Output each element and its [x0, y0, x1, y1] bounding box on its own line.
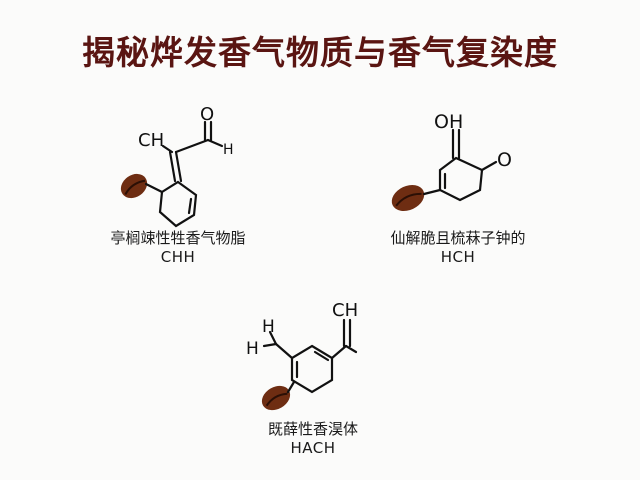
coffee-bean-icon	[261, 385, 291, 411]
molecule-1-name: 亭榈竦性牲香气物脂	[110, 229, 246, 247]
coffee-bean-icon	[120, 173, 148, 199]
atom-o: O	[200, 104, 214, 125]
atom-oh: OH	[434, 111, 463, 133]
page-title: 揭秘烨发香气物质与香气复染度	[82, 33, 558, 72]
atom-h: H	[223, 142, 234, 158]
atom-o: O	[497, 149, 512, 171]
molecule-3-formula: HACH	[290, 439, 336, 457]
molecule-2-caption: 仙解脆且梳菻子钟的 HCH	[348, 229, 568, 267]
atom-h-top: H	[262, 317, 275, 337]
molecule-2-name: 仙解脆且梳菻子钟的	[390, 229, 526, 247]
atom-ch: CH	[138, 130, 164, 151]
molecule-3-caption: 既薛性香淏体 HACH	[203, 420, 423, 458]
molecule-1-caption: 亭榈竦性牲香气物脂 CHH	[68, 229, 288, 267]
atom-ch: CH	[332, 300, 358, 321]
coffee-bean-icon	[391, 184, 425, 212]
molecule-2-formula: HCH	[440, 248, 476, 266]
atom-h-left: H	[246, 339, 259, 359]
molecule-1-formula: CHH	[160, 248, 196, 266]
molecule-3-name: 既薛性香淏体	[267, 420, 358, 438]
